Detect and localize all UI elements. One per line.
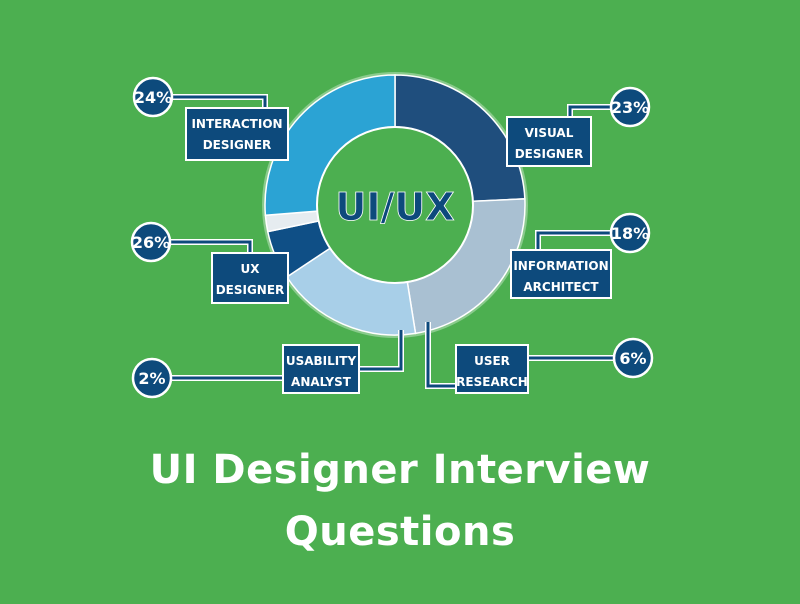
donut-hole	[316, 126, 474, 284]
label-text-information-architect-1: INFORMATION	[513, 259, 608, 273]
percent-value-interaction-designer: 24%	[134, 88, 172, 107]
ring-connector-user-research	[426, 322, 456, 388]
percent-badge-information-architect	[609, 212, 651, 254]
center-label: UI/UX	[335, 185, 454, 229]
percent-badge-ux-designer	[130, 221, 172, 263]
percent-badge-user-research	[612, 337, 654, 379]
label-text-visual-designer-2: DESIGNER	[515, 147, 584, 161]
label-text-interaction-designer-1: INTERACTION	[191, 117, 282, 131]
percent-badge-visual-designer	[609, 86, 651, 128]
ring-connector-usability-analyst	[359, 330, 403, 371]
label-box-usability-analyst	[282, 344, 360, 394]
label-text-usability-analyst-2: ANALYST	[291, 375, 352, 389]
connector-outline-interaction-designer	[172, 94, 268, 108]
label-text-user-research-2: RESEARCH	[456, 375, 528, 389]
label-text-user-research-1: USER	[474, 354, 510, 368]
connector-outline-ux-designer	[170, 239, 253, 253]
label-text-interaction-designer-2: DESIGNER	[203, 138, 272, 152]
connector-interaction-designer	[172, 95, 267, 108]
label-text-information-architect-2: ARCHITECT	[523, 280, 599, 294]
label-box-visual-designer	[506, 116, 592, 167]
label-text-ux-designer-2: DESIGNER	[216, 283, 285, 297]
label-box-interaction-designer	[185, 107, 289, 161]
connector-information-architect	[536, 231, 612, 250]
percent-value-usability-analyst: 2%	[138, 369, 165, 388]
connector-visual-designer	[568, 105, 612, 117]
label-box-information-architect	[510, 249, 612, 299]
percent-badge-usability-analyst	[131, 357, 173, 399]
page-title-line-1: UI Designer Interview	[149, 447, 651, 493]
connector-ux-designer	[170, 240, 252, 253]
percent-value-user-research: 6%	[619, 349, 646, 368]
label-text-visual-designer-1: VISUAL	[525, 126, 574, 140]
connector-outline-information-architect	[535, 230, 612, 250]
percent-badge-interaction-designer	[132, 76, 174, 118]
percent-value-visual-designer: 23%	[611, 98, 649, 117]
label-text-ux-designer-1: UX	[241, 262, 261, 276]
label-box-user-research	[455, 344, 529, 394]
label-box-ux-designer	[211, 252, 289, 304]
percent-value-information-architect: 18%	[611, 224, 649, 243]
page-title-line-2: Questions	[284, 509, 516, 555]
label-text-usability-analyst-1: USABILITY	[286, 354, 357, 368]
percent-value-ux-designer: 26%	[132, 233, 170, 252]
